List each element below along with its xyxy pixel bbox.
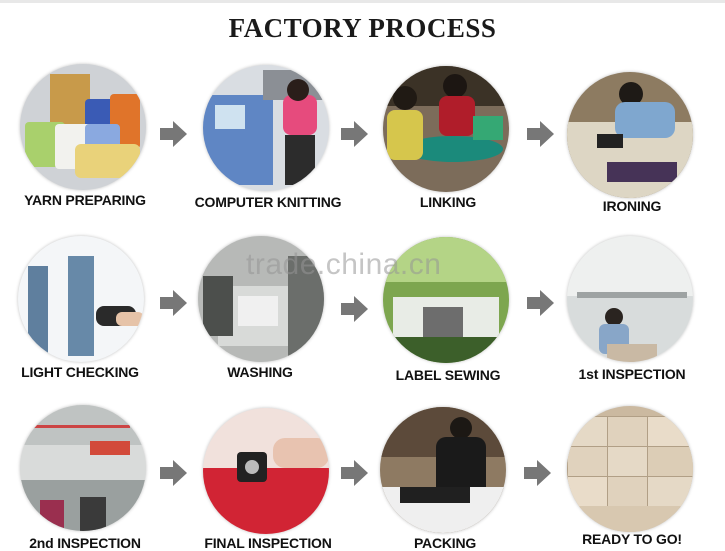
computer-knitting-photo bbox=[203, 65, 329, 191]
washing-photo bbox=[198, 236, 324, 362]
top-border bbox=[0, 0, 725, 3]
step-label: WASHING bbox=[227, 364, 293, 380]
step-label: LIGHT CHECKING bbox=[21, 364, 139, 380]
packing-photo bbox=[380, 407, 506, 533]
1st-inspection-photo bbox=[567, 236, 693, 362]
step-label: YARN PREPARING bbox=[24, 192, 146, 208]
step-label: IRONING bbox=[602, 198, 662, 214]
linking-photo bbox=[383, 66, 509, 192]
watermark: trade.china.cn bbox=[246, 248, 442, 281]
page-title: FACTORY PROCESS bbox=[228, 13, 497, 43]
step-label: PACKING bbox=[413, 535, 477, 551]
ironing-photo bbox=[567, 72, 693, 198]
label-sewing-photo bbox=[383, 237, 509, 363]
yarn-preparing-photo bbox=[20, 64, 146, 190]
step-label: LINKING bbox=[419, 194, 477, 210]
step-label: 2nd INSPECTION bbox=[29, 535, 141, 551]
2nd-inspection-photo bbox=[20, 405, 146, 531]
step-label: LABEL SEWING bbox=[395, 367, 501, 383]
step-label: 1st INSPECTION bbox=[578, 366, 686, 382]
step-label: FINAL INSPECTION bbox=[204, 535, 332, 551]
light-checking-photo bbox=[18, 236, 144, 362]
final-inspection-photo bbox=[203, 408, 329, 534]
ready-to-go-photo bbox=[567, 406, 693, 532]
step-label: COMPUTER KNITTING bbox=[194, 194, 342, 210]
step-label: READY TO GO! bbox=[582, 531, 682, 547]
